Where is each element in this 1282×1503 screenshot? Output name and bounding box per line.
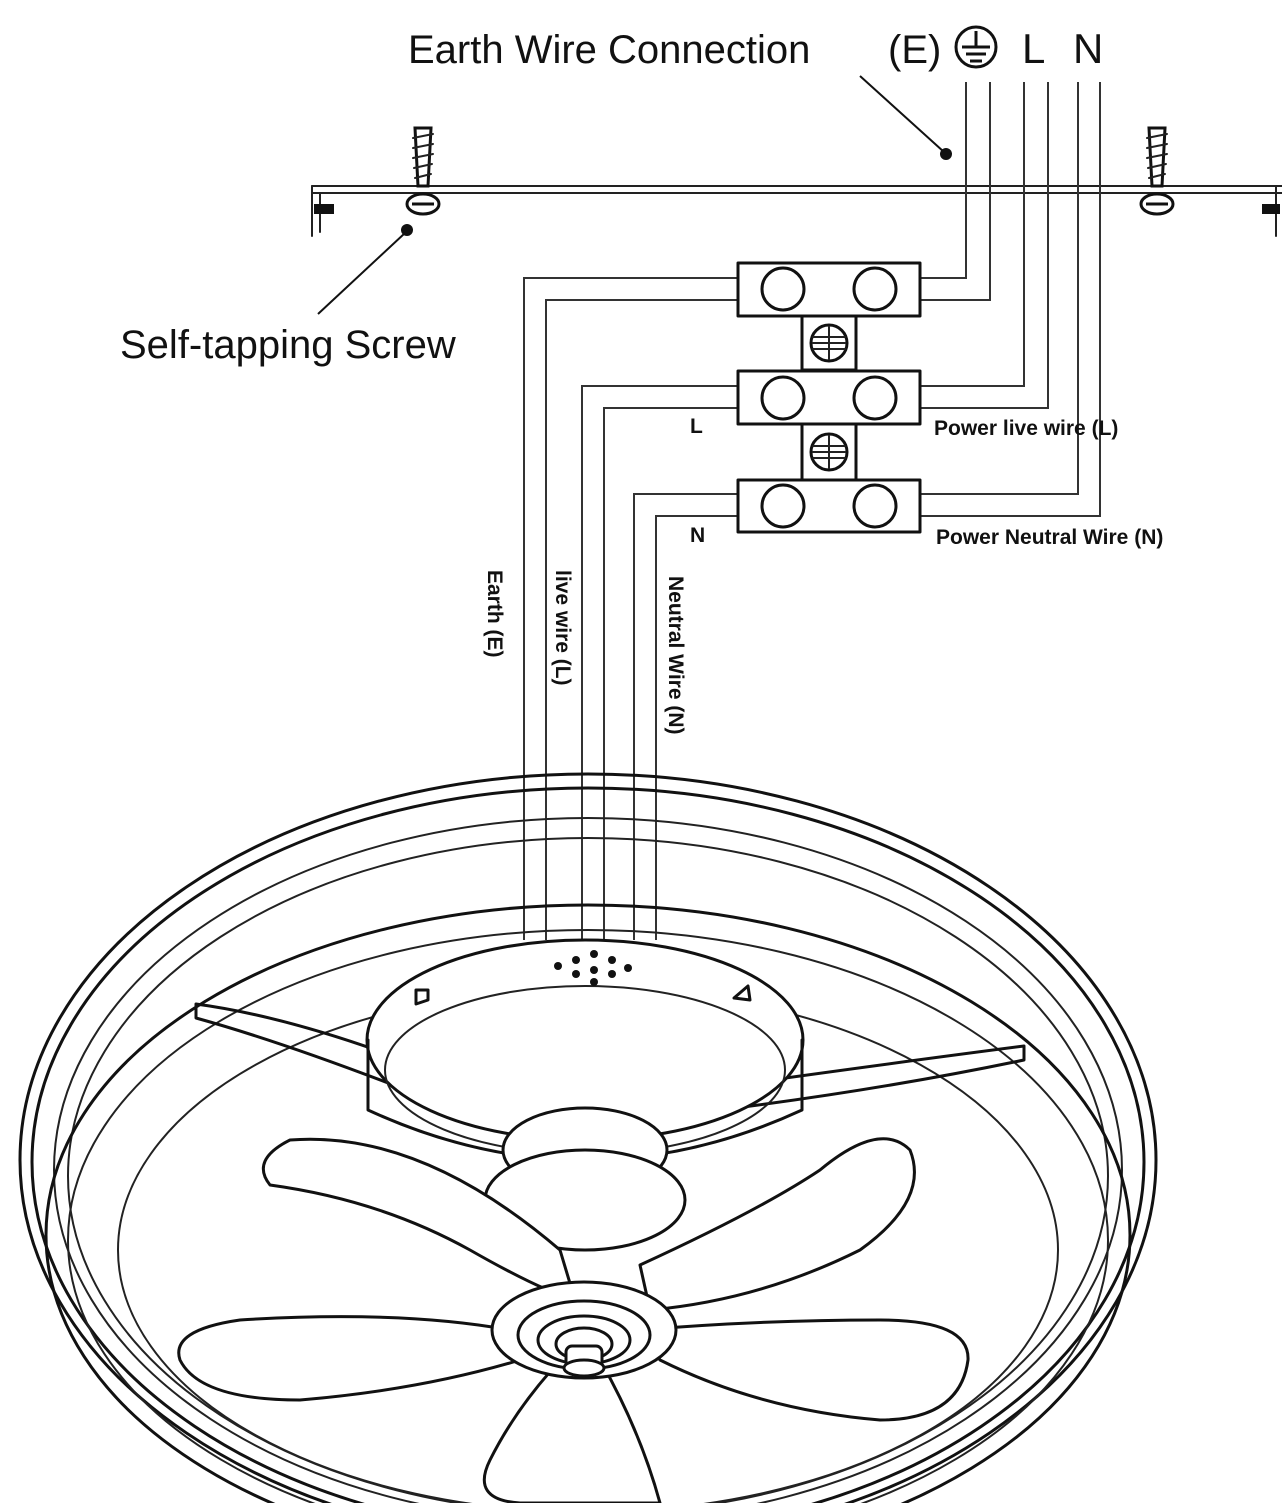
self-tapping-screw-label: Self-tapping Screw [120, 323, 456, 367]
earth-ground-icon [954, 25, 998, 69]
fan-earth-label: Earth (E) [483, 570, 506, 658]
supply-wires [920, 82, 1101, 517]
fan-neutral-label: Neutral Wire (N) [664, 576, 687, 735]
screw-icon [1139, 126, 1175, 216]
earth-leader-dot [940, 148, 952, 160]
mounting-bracket [311, 185, 1282, 237]
power-neutral-wire-label: Power Neutral Wire (N) [936, 526, 1163, 549]
earth-leader-line [859, 75, 945, 153]
power-live-wire-label: Power live wire (L) [934, 417, 1118, 440]
supply-neutral-label: N [1073, 25, 1103, 72]
block-neutral-label: N [690, 524, 705, 547]
ceiling-fan-icon [18, 772, 1158, 1503]
fan-wires [523, 277, 740, 940]
supply-live-label: L [1022, 25, 1045, 72]
supply-earth-label: (E) [888, 28, 941, 72]
diagram-title: Earth Wire Connection [408, 28, 810, 72]
screw-icon [405, 126, 441, 216]
screw-leader-line [317, 232, 406, 315]
fan-live-label: live wire (L) [551, 570, 574, 686]
terminal-block-icon [736, 261, 922, 534]
block-live-label: L [690, 415, 703, 438]
